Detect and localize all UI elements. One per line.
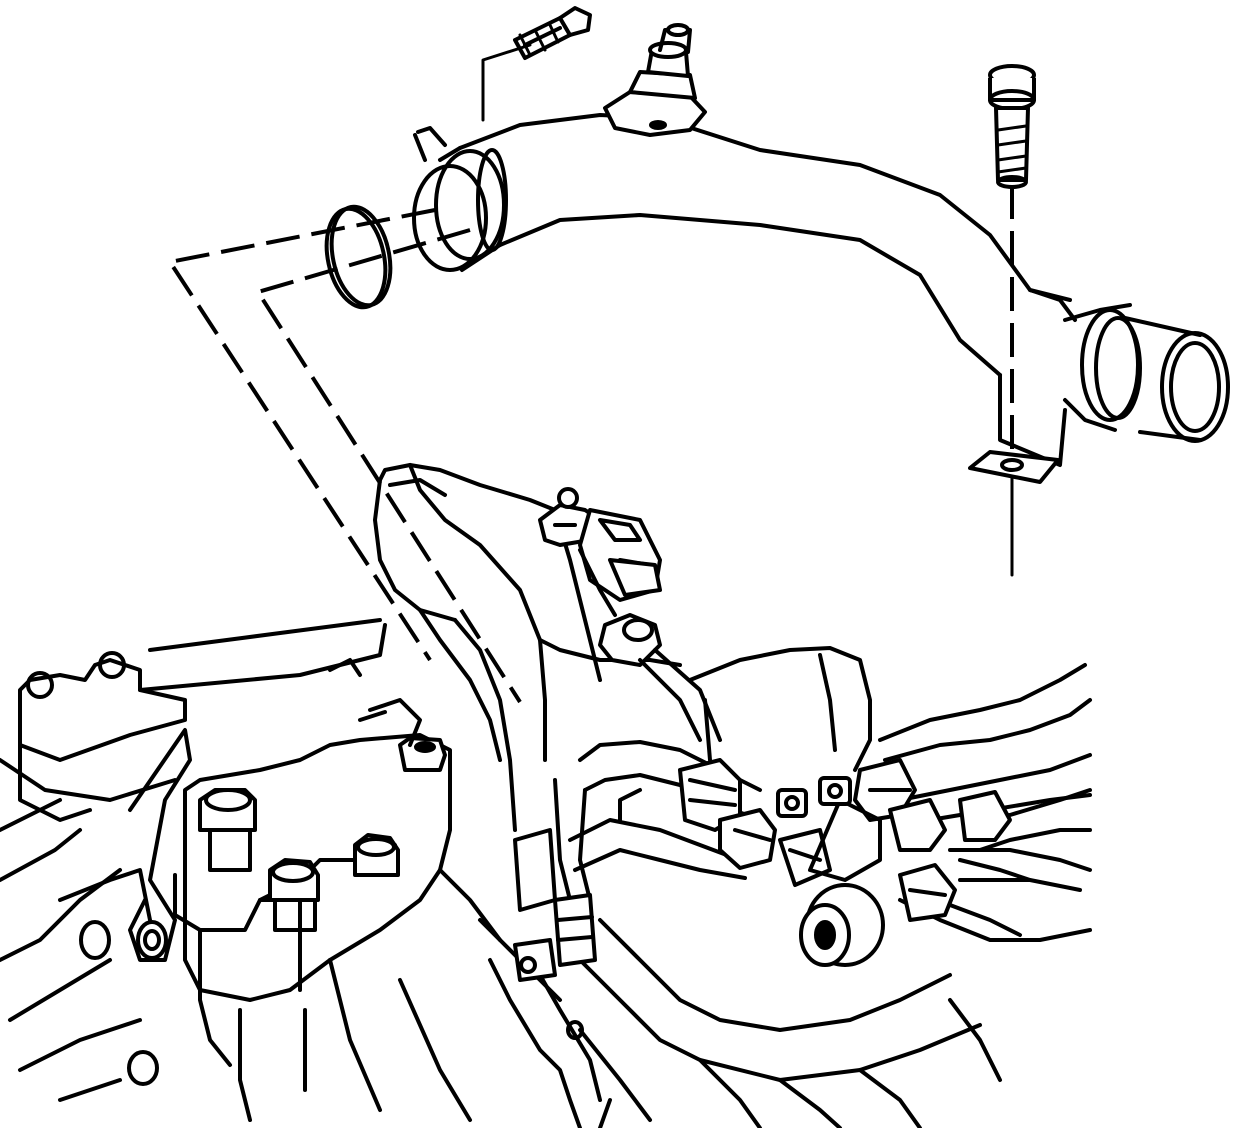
fuel-line-fittings bbox=[513, 758, 1012, 982]
stud-bolt-icon bbox=[481, 6, 592, 122]
fuel-line-fitting-icon bbox=[799, 883, 885, 967]
coolant-pipe-icon bbox=[412, 113, 1230, 484]
stud-bolt-icon bbox=[603, 23, 707, 137]
bolt-icon bbox=[268, 858, 320, 932]
o-ring-seal-icon bbox=[324, 204, 393, 310]
bolt-icon bbox=[988, 64, 1036, 189]
bolt-icon bbox=[776, 788, 808, 818]
vent-hose bbox=[328, 658, 422, 747]
housing-bolts bbox=[198, 736, 447, 932]
engine-assembly bbox=[0, 463, 1092, 1128]
bolt-icon bbox=[398, 736, 447, 772]
bolt-icon bbox=[818, 776, 852, 806]
electrical-connector-icon bbox=[578, 508, 662, 617]
alignment-lines bbox=[166, 185, 1014, 704]
bolt-icon bbox=[353, 833, 400, 877]
bolt-icon bbox=[198, 788, 257, 872]
sensor-icon bbox=[598, 613, 722, 742]
